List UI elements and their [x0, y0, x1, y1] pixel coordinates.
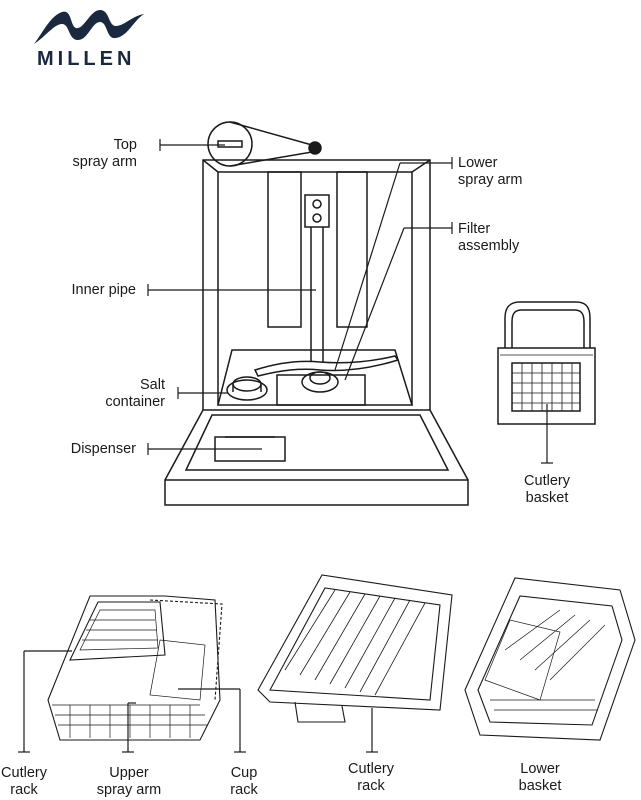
label-cup-rack: Cup rack	[230, 765, 258, 798]
label-filter-assembly: Filter assembly	[458, 221, 520, 254]
cutlery-basket-part	[497, 301, 596, 425]
cutlery-rack-tray-part	[257, 574, 453, 723]
inner-pipe-part	[304, 194, 330, 362]
leader-lines	[147, 139, 553, 464]
bottom-leader-lines	[18, 650, 378, 753]
upper-rack-assembly-part	[47, 595, 223, 741]
millen-logo-icon	[34, 10, 144, 44]
lower-spray-arm-part	[253, 355, 400, 393]
label-upper-spray-arm: Upper spray arm	[96, 765, 162, 798]
lower-basket-part	[464, 577, 636, 741]
top-spray-arm-magnifier	[207, 121, 322, 167]
label-dispenser: Dispenser	[70, 441, 136, 457]
salt-container-part	[226, 376, 268, 401]
label-lower-basket: Lower basket	[518, 761, 562, 794]
label-inner-pipe: Inner pipe	[71, 282, 137, 298]
label-cutlery-rack-left: Cutlery rack	[1, 765, 47, 798]
label-cutlery-basket: Cutlery basket	[524, 473, 570, 506]
label-top-spray-arm: Top spray arm	[72, 137, 137, 170]
label-cutlery-rack-mid: Cutlery rack	[348, 761, 394, 794]
label-salt-container: Salt container	[105, 377, 165, 410]
dishwasher-body	[164, 159, 469, 506]
label-lower-spray-arm: Lower spray arm	[458, 155, 523, 188]
brand-name: MILLEN	[37, 48, 136, 70]
